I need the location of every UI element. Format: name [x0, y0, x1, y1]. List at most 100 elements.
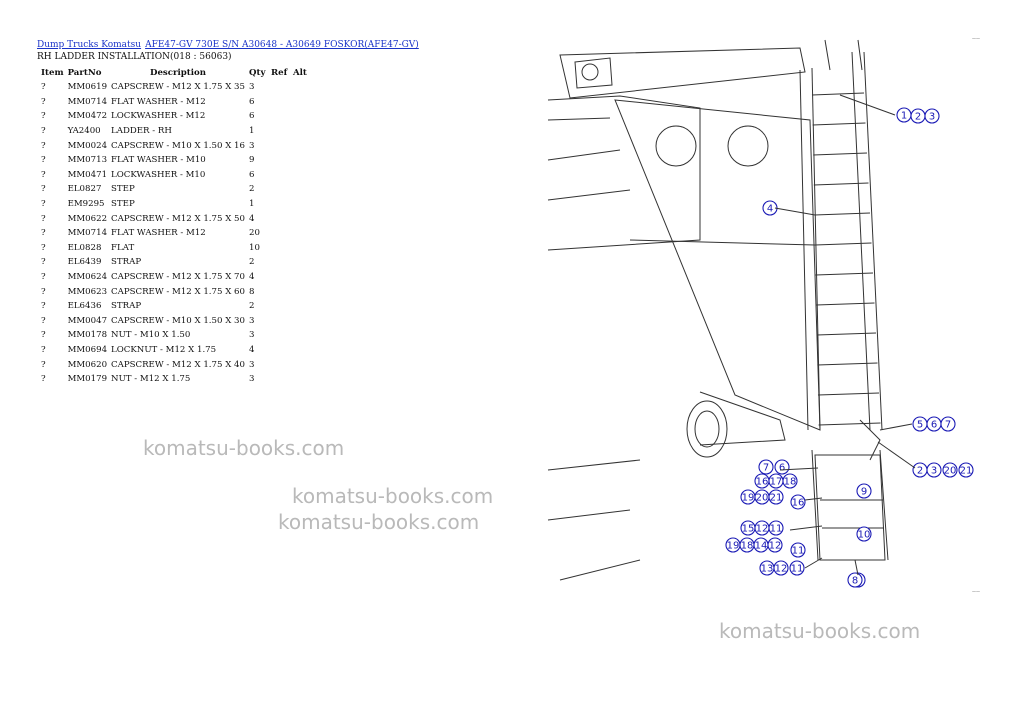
- cell-item: ?: [41, 199, 46, 210]
- cell-qty: 3: [248, 315, 255, 326]
- cell-partno: EL0827: [67, 184, 102, 195]
- callout-15: 15: [740, 520, 756, 536]
- cell-item: ?: [41, 111, 46, 122]
- cell-partno: MM0472: [67, 111, 108, 122]
- cell-alt: [289, 95, 311, 110]
- callout-number: 12: [775, 564, 788, 575]
- cell-description: CAPSCREW - M10 X 1.50 X 30: [111, 315, 245, 326]
- cell-item: ?: [41, 330, 46, 341]
- cell-partno: EL0828: [67, 242, 102, 253]
- callout-7: 7: [758, 459, 774, 475]
- cell-description: LOCKWASHER - M10: [111, 169, 206, 180]
- callout-3: 3: [924, 108, 940, 124]
- callout-12: 12: [773, 560, 789, 576]
- callout-number: 17: [770, 477, 783, 488]
- cell-alt: [289, 109, 311, 124]
- callout-number: 16: [792, 498, 805, 509]
- callout-number: 6: [779, 463, 785, 474]
- callout-number: 12: [769, 541, 782, 552]
- cell-partno: MM0694: [67, 344, 108, 355]
- cell-partno: MM0624: [67, 272, 108, 283]
- cell-partno: EM9295: [67, 199, 105, 210]
- callout-12: 12: [754, 520, 770, 536]
- watermark: komatsu-books.com: [278, 510, 480, 534]
- callout-number: 6: [931, 420, 937, 431]
- callout-14: 14: [753, 537, 769, 553]
- cell-partno: MM0047: [67, 315, 108, 326]
- cell-alt: [289, 211, 311, 226]
- cell-ref: [267, 241, 289, 256]
- callout-number: 14: [755, 541, 768, 552]
- cell-qty: 2: [248, 257, 255, 268]
- callout-number: 19: [727, 541, 740, 552]
- breadcrumb-link-model[interactable]: AFE47-GV 730E S/N A30648 - A30649 FOSKOR…: [145, 40, 419, 50]
- cell-qty: 4: [248, 272, 255, 283]
- cell-item: ?: [41, 301, 46, 312]
- cell-alt: [289, 372, 311, 387]
- cell-alt: [289, 168, 311, 183]
- cell-alt: [289, 80, 311, 95]
- callout-number: 11: [791, 564, 804, 575]
- parts-table: Item PartNo Description Qty Ref Alt ?MM0…: [37, 66, 311, 386]
- callout-18: 18: [739, 537, 755, 553]
- cell-ref: [267, 153, 289, 168]
- ladder-drawing: [799, 39, 889, 561]
- cell-qty: 1: [248, 199, 255, 210]
- callout-number: 12: [756, 524, 769, 535]
- callout-4: 4: [762, 200, 778, 216]
- callout-number: 15: [742, 524, 755, 535]
- callout-20: 20: [754, 489, 770, 505]
- cell-partno: MM0714: [67, 96, 108, 107]
- cell-ref: [267, 226, 289, 241]
- cell-alt: [289, 241, 311, 256]
- cell-partno: MM0714: [67, 228, 108, 239]
- col-item: Item: [41, 68, 64, 78]
- cell-alt: [289, 314, 311, 329]
- callout-16: 16: [790, 494, 806, 510]
- cell-item: ?: [41, 257, 46, 268]
- cell-description: CAPSCREW - M12 X 1.75 X 60: [111, 286, 245, 297]
- cell-partno: EL6439: [67, 257, 102, 268]
- table-row: ? EM9295 STEP 1: [37, 197, 311, 212]
- cell-item: ?: [41, 374, 46, 385]
- callout-number: 18: [784, 477, 797, 488]
- callout-7: 7: [940, 416, 956, 432]
- cell-qty: 3: [248, 330, 255, 341]
- cell-item: ?: [41, 155, 46, 166]
- callout-number: 2: [917, 466, 923, 477]
- callout-13: 13: [759, 560, 775, 576]
- cell-item: ?: [41, 228, 46, 239]
- callout-19: 19: [725, 537, 741, 553]
- cell-ref: [267, 124, 289, 139]
- cell-item: ?: [41, 169, 46, 180]
- callout-number: 3: [929, 112, 935, 123]
- cell-description: STEP: [111, 199, 135, 210]
- callout-number: 2: [915, 112, 921, 123]
- callout-number: 11: [792, 546, 805, 557]
- cell-qty: 1: [248, 126, 255, 137]
- cell-description: CAPSCREW - M10 X 1.50 X 16: [111, 140, 245, 151]
- cell-description: LADDER - RH: [111, 126, 172, 137]
- cell-qty: 3: [248, 359, 255, 370]
- cell-ref: [267, 372, 289, 387]
- breadcrumb-link-dump-trucks[interactable]: Dump Trucks Komatsu: [37, 40, 142, 50]
- callout-number: 5: [917, 420, 923, 431]
- callout-20: 20: [942, 462, 958, 478]
- cell-ref: [267, 182, 289, 197]
- cell-qty: 2: [248, 184, 255, 195]
- callout-number: 19: [742, 493, 755, 504]
- callout-number: 21: [960, 466, 973, 477]
- cell-description: FLAT: [111, 242, 135, 253]
- cell-qty: 6: [248, 111, 255, 122]
- callout-11: 11: [790, 542, 806, 558]
- cell-ref: [267, 357, 289, 372]
- cell-partno: MM0620: [67, 359, 108, 370]
- callout-number: 11: [770, 524, 783, 535]
- cell-ref: [267, 299, 289, 314]
